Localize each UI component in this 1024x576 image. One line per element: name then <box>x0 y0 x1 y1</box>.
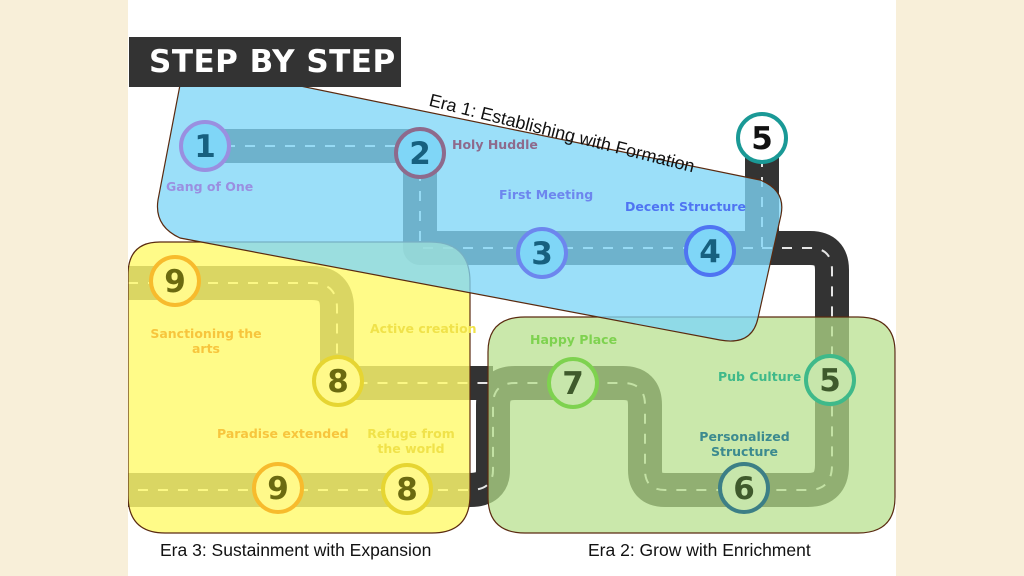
stop-label-sanctioning: Sanctioning the arts <box>150 326 262 356</box>
era3-caption: Era 3: Sustainment with Expansion <box>160 540 432 560</box>
stop-marker-8 <box>547 357 599 409</box>
stop-number-5: 5 <box>751 121 773 157</box>
stop-number-1: 1 <box>194 129 216 165</box>
stop-marker-10 <box>381 463 433 515</box>
stop-label-decent-structure: Decent Structure <box>625 199 746 214</box>
stop-number-2: 2 <box>409 136 431 172</box>
stop-number-7: 6 <box>733 471 755 507</box>
stop-marker-6 <box>804 354 856 406</box>
page-title: STEP BY STEP <box>149 44 396 80</box>
era2-caption: Era 2: Grow with Enrichment <box>588 540 811 560</box>
stop-marker-3 <box>516 227 568 279</box>
stops-group: 1 2 3 4 5 5 6 7 8 8 9 9 <box>149 112 856 515</box>
stop-marker-2 <box>394 127 446 179</box>
stop-label-personalized-structure: Personalized Structure <box>699 429 790 459</box>
stop-marker-12 <box>252 462 304 514</box>
stop-marker-4 <box>684 225 736 277</box>
stop-label-happy-place: Happy Place <box>530 332 618 347</box>
stop-label-paradise: Paradise extended <box>217 426 349 441</box>
era2-region <box>487 316 896 534</box>
stop-label-holy-huddle: Holy Huddle <box>452 137 538 152</box>
stop-marker-5 <box>736 112 788 164</box>
stop-number-11: 9 <box>164 264 186 300</box>
stop-marker-9 <box>312 355 364 407</box>
stop-number-12: 9 <box>267 471 289 507</box>
stop-label-refuge: Refuge from the world <box>367 426 455 456</box>
stop-marker-1 <box>179 120 231 172</box>
stop-label-active-creation: Active creation <box>370 321 477 336</box>
stop-number-4: 4 <box>699 234 721 270</box>
stop-label-pub-culture: Pub Culture <box>718 369 802 384</box>
stop-number-6: 5 <box>819 363 841 399</box>
stop-number-3: 3 <box>531 236 553 272</box>
stop-marker-11 <box>149 255 201 307</box>
title-banner <box>129 37 401 87</box>
stop-number-10: 8 <box>396 472 418 508</box>
stop-number-9: 8 <box>327 364 349 400</box>
stop-label-first-meeting: First Meeting <box>499 187 594 202</box>
stop-marker-7 <box>718 462 770 514</box>
stop-number-8: 7 <box>562 366 584 402</box>
stop-label-gang-of-one: Gang of One <box>166 179 254 194</box>
